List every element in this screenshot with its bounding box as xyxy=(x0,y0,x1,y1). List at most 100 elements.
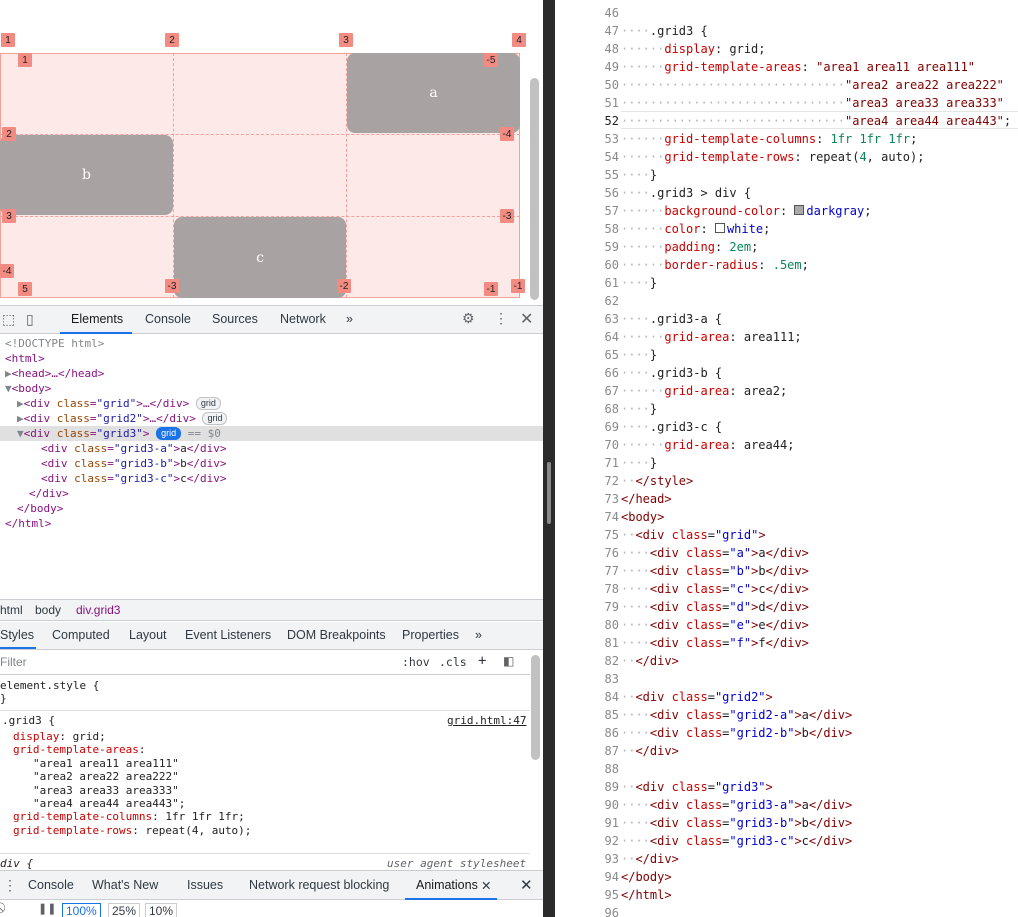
code-line[interactable]: ··</div> xyxy=(621,654,679,668)
code-line[interactable]: ····} xyxy=(621,456,658,470)
grid-badge[interactable]: grid xyxy=(195,397,221,410)
gear-icon[interactable]: ⚙ xyxy=(462,310,475,326)
drawer-tab-network-request-blocking[interactable]: Network request blocking xyxy=(249,878,390,892)
grid-badge[interactable]: grid xyxy=(156,427,182,440)
collapse-triangle-icon[interactable]: ▼ xyxy=(5,382,12,395)
viewport-scrollbar[interactable] xyxy=(530,78,539,300)
filter-input[interactable]: Filter xyxy=(0,655,27,669)
dom-node-grid2[interactable]: ▶<div class="grid2">…</div> grid xyxy=(17,411,543,426)
tab-elements[interactable]: Elements xyxy=(71,312,124,326)
code-line[interactable]: ····.grid3-c { xyxy=(621,420,723,434)
dom-node-body[interactable]: ▼<body> xyxy=(5,381,543,396)
code-line[interactable]: ····.grid3 > div { xyxy=(621,186,752,200)
code-line[interactable]: ······padding: 2em; xyxy=(621,240,759,254)
code-line[interactable]: ······grid-template-columns: 1fr 1fr 1fr… xyxy=(621,132,918,146)
grid-badge[interactable]: grid xyxy=(202,412,228,425)
dom-node-grid3-b[interactable]: <div class="grid3-b">b</div> xyxy=(41,457,227,470)
toggle-sidebar-icon[interactable]: ◧ xyxy=(503,654,515,668)
style-declaration[interactable]: grid-template-rows: repeat(4, auto); xyxy=(13,824,252,837)
code-line[interactable]: </body> xyxy=(621,870,672,884)
code-line[interactable]: ······grid-template-areas: "area1 area11… xyxy=(621,60,976,74)
grid-cell-b[interactable]: b xyxy=(0,135,173,215)
speed-100-button[interactable]: 100% xyxy=(62,903,101,917)
close-drawer-icon[interactable]: ✕ xyxy=(520,877,533,894)
code-line[interactable]: ··</style> xyxy=(621,474,694,488)
inspect-element-icon[interactable]: ⬚ xyxy=(2,311,16,327)
code-line[interactable]: ······border-radius: .5em; xyxy=(621,258,809,272)
code-line[interactable]: ····<div class="e">e</div> xyxy=(621,618,809,632)
breadcrumb-div-grid3[interactable]: div.grid3 xyxy=(76,603,121,617)
code-line[interactable]: ····<div class="grid3-a">a</div> xyxy=(621,798,853,812)
rule-selector[interactable]: .grid3 { xyxy=(2,714,55,727)
code-line[interactable]: ····<div class="a">a</div> xyxy=(621,546,809,560)
tab-event-listeners[interactable]: Event Listeners xyxy=(185,628,272,642)
dom-node-doctype[interactable]: <!DOCTYPE html> xyxy=(5,336,543,351)
drawer-tab-whats-new[interactable]: What's New xyxy=(92,878,159,892)
code-line[interactable]: ··<div class="grid3"> xyxy=(621,780,773,794)
more-tabs-button[interactable]: » xyxy=(346,312,353,326)
breadcrumb-html[interactable]: html xyxy=(0,603,23,617)
rule-source-link[interactable]: grid.html:47 xyxy=(447,714,527,727)
code-line[interactable]: ····<div class="d">d</div> xyxy=(621,600,809,614)
code-line[interactable]: ····<div class="grid2-b">b</div> xyxy=(621,726,853,740)
drawer-tab-issues[interactable]: Issues xyxy=(187,878,224,892)
code-line[interactable]: ····} xyxy=(621,348,658,362)
code-line[interactable]: <body> xyxy=(621,510,665,524)
code-line[interactable]: </html> xyxy=(621,888,672,902)
dom-node-grid3-a[interactable]: <div class="grid3-a">a</div> xyxy=(41,442,227,455)
dom-node-grid[interactable]: ▶<div class="grid">…</div> grid xyxy=(17,396,543,411)
breadcrumb-body[interactable]: body xyxy=(35,603,62,617)
dom-node-end-body[interactable]: </body> xyxy=(17,501,543,516)
device-toolbar-icon[interactable]: ▯ xyxy=(26,311,34,327)
code-line[interactable]: ······grid-template-rows: repeat(4, auto… xyxy=(621,150,925,164)
tab-console[interactable]: Console xyxy=(145,312,191,326)
close-tab-icon[interactable]: ✕ xyxy=(481,879,492,893)
expand-triangle-icon[interactable]: ▶ xyxy=(17,412,24,425)
divider-handle[interactable] xyxy=(547,462,551,524)
collapse-triangle-icon[interactable]: ▼ xyxy=(17,427,24,440)
expand-triangle-icon[interactable]: ▶ xyxy=(17,397,24,410)
hov-button[interactable]: :hov xyxy=(402,655,430,669)
tab-styles[interactable]: Styles xyxy=(0,628,35,642)
code-line[interactable]: ····<div class="grid3-c">c</div> xyxy=(621,834,853,848)
code-line[interactable]: ····} xyxy=(621,168,658,182)
element-style-selector[interactable]: element.style { xyxy=(0,679,100,692)
expand-triangle-icon[interactable]: ▶ xyxy=(5,367,12,380)
code-line[interactable]: ····.grid3 { xyxy=(621,24,708,38)
dom-node-head[interactable]: ▶<head>…</head> xyxy=(5,366,543,381)
code-line[interactable]: ······grid-area: area44; xyxy=(621,438,795,452)
grid-cell-c[interactable]: c xyxy=(174,217,346,298)
code-line[interactable]: ····<div class="b">b</div> xyxy=(621,564,809,578)
code-line[interactable]: ··</div> xyxy=(621,744,679,758)
code-line[interactable]: ······background-color: darkgray; xyxy=(621,204,872,218)
drawer-tab-console[interactable]: Console xyxy=(28,878,74,892)
new-rule-button[interactable]: + xyxy=(478,653,487,669)
more-subtabs-button[interactable]: » xyxy=(475,628,482,642)
speed-10-button[interactable]: 10% xyxy=(145,903,178,917)
pane-divider[interactable] xyxy=(543,0,555,917)
dom-node-grid3-c[interactable]: <div class="grid3-c">c</div> xyxy=(41,472,227,485)
drawer-tab-animations[interactable]: Animations xyxy=(416,878,478,892)
style-declaration[interactable]: grid-template-columns: 1fr 1fr 1fr; xyxy=(13,810,245,823)
code-line[interactable]: ····<div class="f">f</div> xyxy=(621,636,809,650)
cls-button[interactable]: .cls xyxy=(439,655,467,669)
drawer-menu-icon[interactable]: ⋮ xyxy=(3,877,17,893)
code-line[interactable]: ······display: grid; xyxy=(621,42,766,56)
styles-scrollbar[interactable] xyxy=(531,655,540,760)
code-line[interactable]: ······grid-area: area2; xyxy=(621,384,788,398)
pause-icon[interactable]: ❚❚ xyxy=(38,903,57,915)
tab-dom-breakpoints[interactable]: DOM Breakpoints xyxy=(287,628,386,642)
tab-computed[interactable]: Computed xyxy=(52,628,110,642)
tab-network[interactable]: Network xyxy=(280,312,326,326)
style-declaration[interactable]: display: grid; xyxy=(13,730,106,743)
code-line[interactable]: ····} xyxy=(621,276,658,290)
close-icon[interactable]: ✕ xyxy=(520,311,534,328)
code-line[interactable]: ····} xyxy=(621,402,658,416)
style-declaration[interactable]: grid-template-areas: xyxy=(13,743,146,756)
dom-node-grid3-selected[interactable]: ▼<div class="grid3"> grid == $0 xyxy=(0,426,543,441)
dom-node-end-html[interactable]: </html> xyxy=(5,516,543,531)
code-line[interactable]: ·······························"area3 ar… xyxy=(621,96,1004,110)
code-line[interactable]: ····.grid3-a { xyxy=(621,312,723,326)
code-line[interactable]: ·······························"area2 ar… xyxy=(621,78,1004,92)
